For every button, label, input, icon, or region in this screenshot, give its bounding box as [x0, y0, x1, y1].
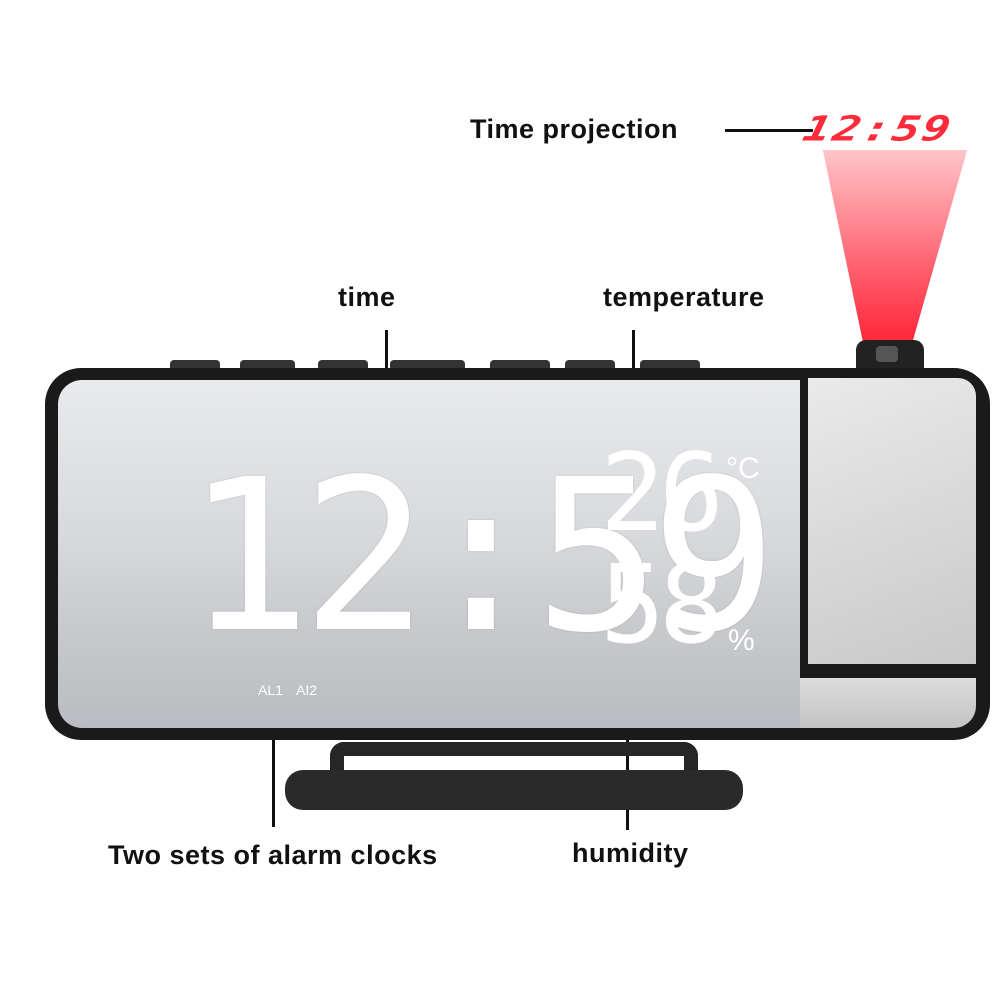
- alarms-leader: [272, 705, 275, 827]
- humidity-label: humidity: [572, 838, 689, 868]
- humidity-display: 58: [600, 543, 724, 668]
- projector-lens: [876, 346, 898, 362]
- stand-base: [285, 770, 743, 810]
- alarms-label: Two sets of alarm clocks: [108, 840, 438, 870]
- projection-beam: [822, 150, 968, 350]
- top-button-7: [640, 360, 700, 370]
- mirror-screen: [58, 380, 800, 728]
- top-button-1: [170, 360, 220, 370]
- top-button-3: [318, 360, 368, 370]
- alarm1-indicator: AL1: [258, 682, 283, 698]
- top-button-6: [565, 360, 615, 370]
- top-button-5: [490, 360, 550, 370]
- time-label: time: [338, 282, 396, 312]
- alarm2-indicator: AI2: [296, 682, 318, 698]
- time-projection-label: Time projection: [470, 114, 679, 144]
- time-display: 12:59: [185, 434, 777, 679]
- mirror-side-panel: [808, 378, 976, 664]
- temperature-display: 26: [600, 431, 724, 556]
- humidity-unit: %: [728, 624, 755, 657]
- temperature-label: temperature: [603, 282, 765, 312]
- top-button-2: [240, 360, 295, 370]
- time-projection-leader: [725, 129, 813, 132]
- projected-time: 12:59: [799, 108, 957, 149]
- temperature-unit: °C: [726, 452, 760, 485]
- top-button-4: [390, 360, 465, 370]
- mirror-corner-panel: [800, 678, 976, 728]
